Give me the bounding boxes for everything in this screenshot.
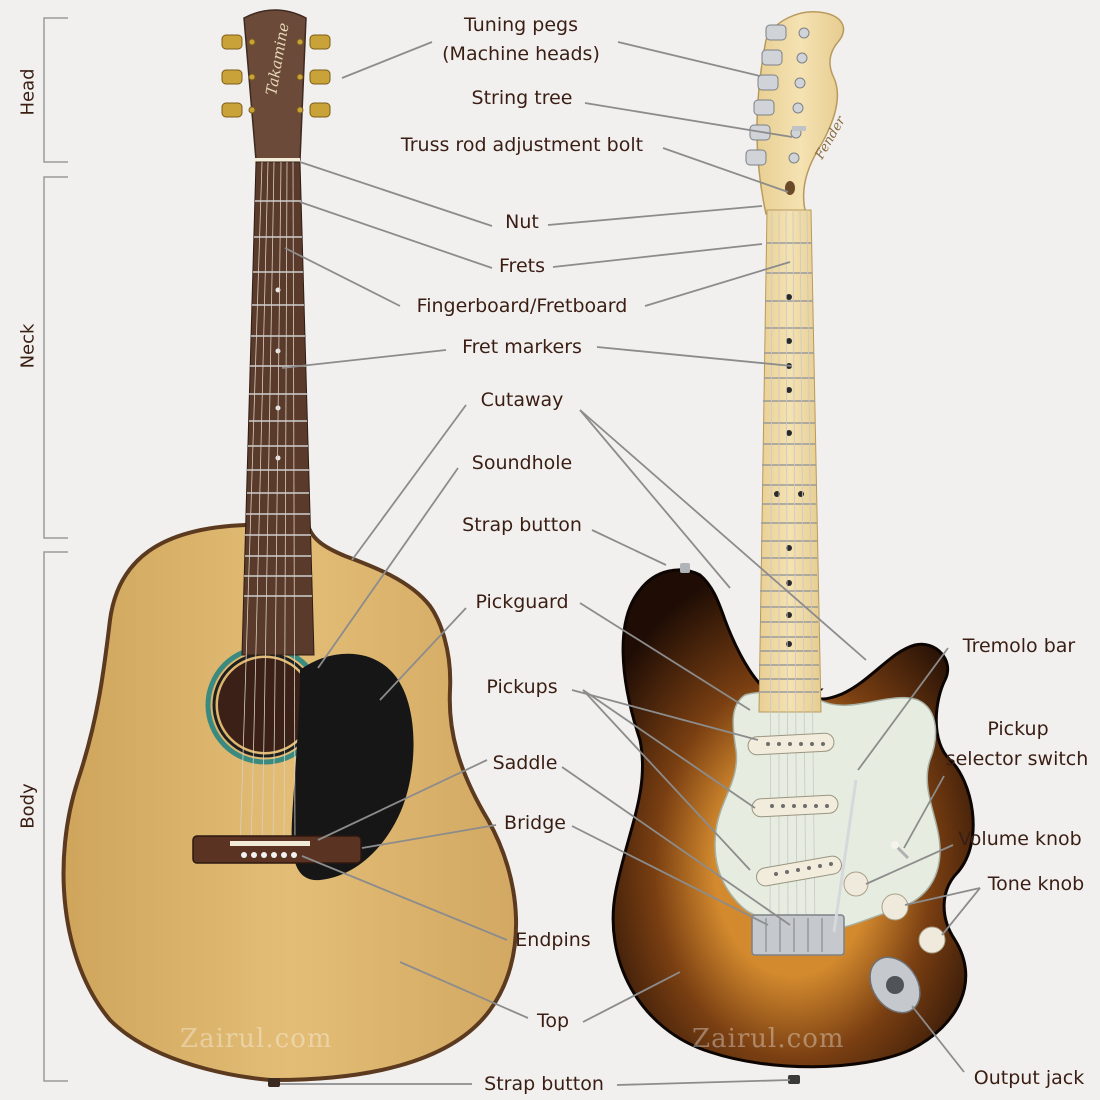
label-soundhole: Soundhole (471, 452, 573, 474)
electric-knobs (843, 871, 946, 954)
label-top: Top (536, 1010, 570, 1032)
section-brackets (43, 17, 68, 1082)
label-tone-knob: Tone knob (987, 873, 1085, 895)
label-nut: Nut (505, 211, 539, 233)
label-pickguard: Pickguard (475, 591, 569, 613)
label-truss-rod: Truss rod adjustment bolt (400, 134, 644, 156)
label-string-tree: String tree (471, 87, 573, 109)
acoustic-guitar: Takamine (61, 9, 519, 1087)
label-strap-button-bottom: Strap button (484, 1073, 604, 1095)
label-bridge: Bridge (504, 812, 566, 834)
label-tuning-pegs: Tuning pegs (464, 14, 578, 36)
leader-lines (280, 41, 981, 1086)
label-selector-switch: selector switch (945, 748, 1089, 770)
section-label-neck: Neck (17, 323, 39, 369)
label-pickup: Pickup (987, 718, 1049, 740)
label-volume-knob: Volume knob (958, 828, 1082, 850)
acoustic-tuning-pegs (221, 34, 331, 118)
electric-fret-markers (774, 294, 804, 647)
electric-guitar: Fender (611, 11, 975, 1084)
label-endpins: Endpins (515, 929, 591, 951)
label-saddle: Saddle (492, 752, 558, 774)
label-cutaway: Cutaway (480, 389, 564, 411)
label-machine-heads: (Machine heads) (442, 43, 600, 65)
watermark-acoustic: Zairul.com (180, 1024, 333, 1054)
label-strap-button-top: Strap button (462, 514, 582, 536)
label-tremolo-bar: Tremolo bar (962, 635, 1076, 657)
acoustic-strings (239, 161, 296, 851)
watermark-electric: Zairul.com (692, 1024, 845, 1054)
label-output-jack: Output jack (973, 1067, 1085, 1089)
label-fingerboard: Fingerboard/Fretboard (416, 295, 628, 317)
label-fret-markers: Fret markers (462, 336, 582, 358)
label-frets: Frets (499, 255, 545, 277)
label-pickups: Pickups (486, 676, 558, 698)
section-label-body: Body (17, 783, 39, 829)
section-label-head: Head (17, 68, 39, 116)
